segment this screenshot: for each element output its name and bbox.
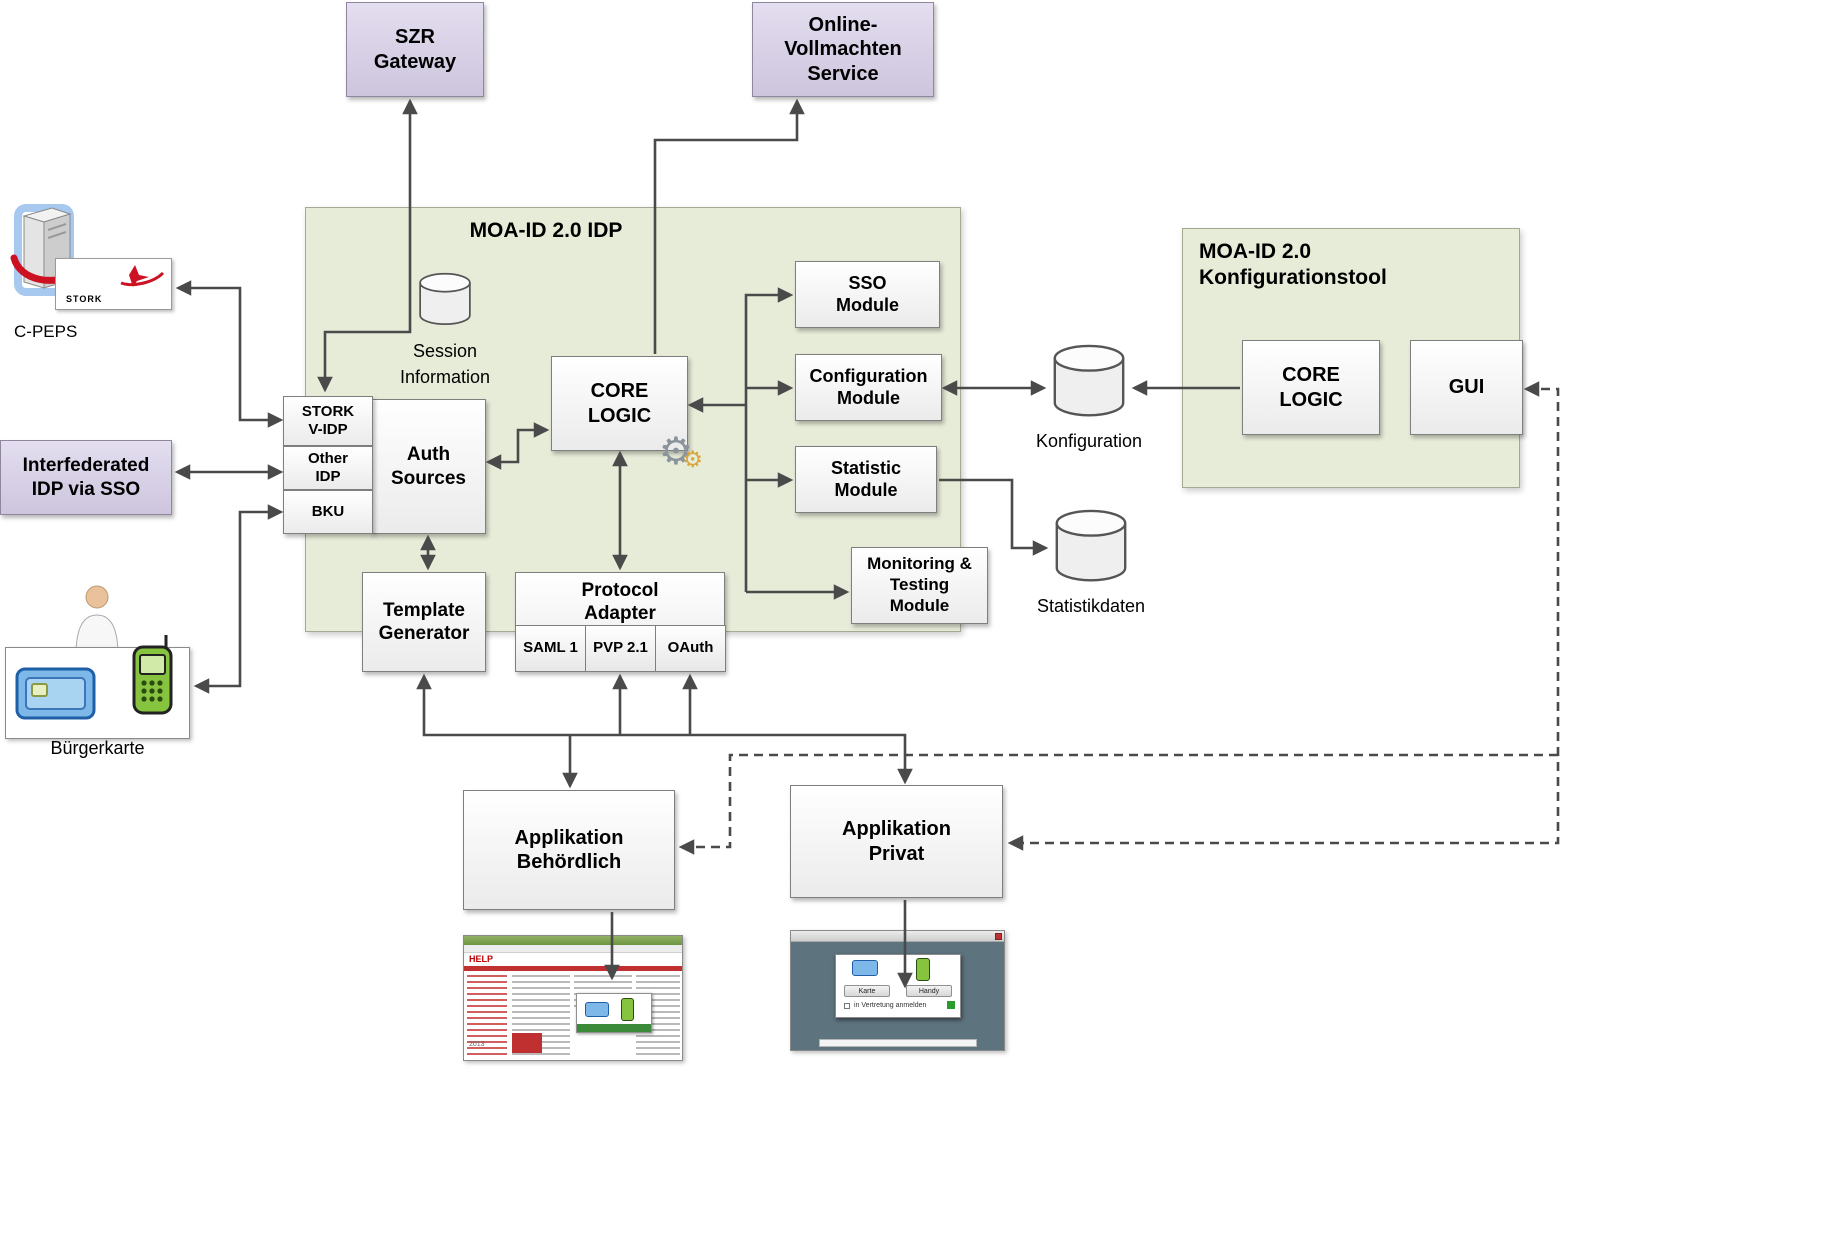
oauth-label: OAuth (667, 639, 714, 657)
mobile-phone-icon (132, 635, 173, 715)
node-monitoring-module: Monitoring & Testing Module (851, 547, 988, 624)
node-stork-vidp: STORK V-IDP (283, 396, 373, 446)
konfig-core-logic-label: CORE LOGIC (1279, 364, 1343, 411)
browser-toolbar (464, 945, 682, 953)
bku-popup-mini (576, 993, 652, 1033)
vertretung-checkbox[interactable] (844, 1003, 850, 1009)
other-idp-label: Other IDP (307, 449, 348, 485)
node-szr-gateway: SZR Gateway (346, 2, 484, 97)
statistic-module-label: Statistic Module (830, 457, 902, 500)
online-vollmachten-label: Online- Vollmachten Service (784, 13, 902, 85)
konfiguration-label: Konfiguration (1035, 431, 1143, 451)
popup-confirm-strip (577, 1024, 651, 1032)
configuration-module-label: Configuration Module (809, 365, 928, 408)
bku-window-body: Karte Handy in Vertretung anmelden (791, 942, 1004, 1050)
vertretung-label: in Vertretung anmelden (854, 1002, 927, 1009)
template-generator-label: Template Generator (378, 599, 470, 644)
arrow-bus-template-privat (416, 673, 913, 785)
node-saml1: SAML 1 (515, 625, 586, 672)
mobile-phone-icon (916, 958, 930, 981)
arrow-storkvidp-cpeps (175, 280, 284, 428)
buergerkarte-label: Bürgerkarte (50, 738, 145, 758)
cpeps-label: C-PEPS (14, 322, 78, 341)
node-template-generator: Template Generator (362, 572, 486, 672)
help-left-links (467, 975, 507, 1055)
node-configuration-module: Configuration Module (795, 354, 942, 421)
buergerkarte-figure: Bürgerkarte (5, 585, 190, 770)
node-interfederated-idp: Interfederated IDP via SSO (0, 440, 172, 515)
help-page-body: HELP 2013 (464, 953, 682, 1060)
node-online-vollmachten-service: Online- Vollmachten Service (752, 2, 934, 97)
gear-small-icon: ⚙ (682, 447, 703, 473)
saml1-label: SAML 1 (523, 639, 578, 657)
pvp21-label: PVP 2.1 (593, 639, 648, 657)
smartcard-icon (585, 1002, 609, 1017)
stork-logo-label: STORK (66, 294, 103, 304)
session-information-label: Session Information (399, 341, 491, 388)
stork-vidp-label: STORK V-IDP (301, 402, 355, 438)
stork-logo-icon (120, 265, 165, 287)
node-other-idp: Other IDP (283, 446, 373, 490)
node-bku: BKU (283, 490, 373, 534)
smartcard-icon (15, 667, 96, 720)
konfiguration-db-icon (1053, 344, 1125, 417)
node-applikation-privat: Applikation Privat (790, 785, 1003, 898)
node-auth-sources: Auth Sources (371, 399, 486, 534)
idp-container-title: MOA-ID 2.0 IDP (469, 219, 623, 242)
bku-selection-screenshot: Karte Handy in Vertretung anmelden (790, 930, 1005, 1051)
node-applikation-behoerdlich: Applikation Behördlich (463, 790, 675, 910)
core-logic-label: CORE LOGIC (587, 380, 652, 427)
close-icon (995, 933, 1002, 940)
help-nav-bar (464, 966, 682, 971)
node-gui: GUI (1410, 340, 1523, 435)
statistikdaten-label: Statistikdaten (1036, 596, 1146, 616)
applikation-privat-label: Applikation Privat (842, 818, 951, 865)
stork-panel: STORK (55, 258, 172, 310)
node-sso-module: SSO Module (795, 261, 940, 328)
cpeps-figure: STORK (8, 200, 176, 318)
help-portal-screenshot: HELP 2013 (463, 935, 683, 1061)
konfigtool-container-title: MOA-ID 2.0 Konfigurationstool (1199, 240, 1387, 290)
help-red-teaser (512, 1033, 542, 1053)
interfederated-idp-label: Interfederated IDP via SSO (22, 455, 150, 500)
karte-button[interactable]: Karte (844, 985, 890, 997)
handy-button[interactable]: Handy (906, 985, 952, 997)
help-logo: HELP (469, 954, 494, 964)
node-konfig-core-logic: CORE LOGIC (1242, 340, 1380, 435)
arrow-bku-buergerkarte (193, 504, 284, 694)
monitoring-module-label: Monitoring & Testing Module (867, 554, 972, 615)
help-year-label: 2013 (469, 1041, 485, 1048)
person-icon (75, 585, 119, 655)
protocol-adapter-label: Protocol Adapter (581, 580, 659, 625)
browser-titlebar (464, 936, 682, 945)
node-core-logic: CORE LOGIC ⚙ ⚙ (551, 356, 703, 472)
sso-module-label: SSO Module (836, 272, 899, 315)
szr-gateway-label: SZR Gateway (373, 26, 457, 73)
smartcard-icon (852, 960, 878, 976)
window-titlebar (791, 931, 1004, 942)
gear-icon: ⚙ (658, 429, 693, 473)
node-statistic-module: Statistic Module (795, 446, 937, 513)
auth-sources-label: Auth Sources (391, 444, 466, 489)
node-protocol-adapter: Protocol Adapter SAML 1 PVP 2.1 OAuth (515, 572, 726, 672)
session-db-icon (419, 272, 471, 325)
bku-dialog: Karte Handy in Vertretung anmelden (835, 954, 961, 1018)
node-oauth: OAuth (655, 625, 726, 672)
window-statusbar (819, 1039, 977, 1047)
gui-label: GUI (1448, 376, 1485, 399)
applikation-behoerdlich-label: Applikation Behördlich (514, 826, 624, 873)
node-pvp21: PVP 2.1 (585, 625, 656, 672)
bku-label: BKU (311, 502, 345, 520)
mobile-phone-icon (621, 998, 634, 1021)
status-ok-badge (947, 1001, 955, 1009)
statistik-db-icon (1055, 509, 1127, 582)
